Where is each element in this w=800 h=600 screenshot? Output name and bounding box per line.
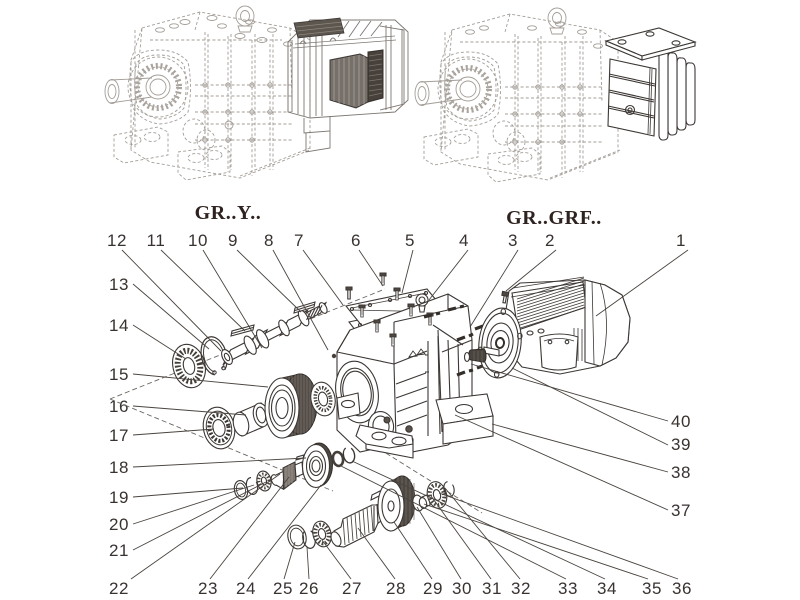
svg-text:8: 8: [264, 231, 274, 250]
svg-text:24: 24: [236, 579, 256, 598]
svg-text:31: 31: [482, 579, 502, 598]
svg-text:39: 39: [671, 435, 691, 454]
svg-text:12: 12: [107, 231, 127, 250]
svg-text:11: 11: [147, 231, 166, 250]
svg-text:40: 40: [671, 412, 691, 431]
svg-text:30: 30: [452, 579, 472, 598]
svg-text:2: 2: [545, 231, 555, 250]
svg-text:18: 18: [109, 458, 129, 477]
svg-text:36: 36: [672, 579, 692, 598]
svg-text:16: 16: [109, 397, 129, 416]
svg-text:9: 9: [228, 231, 238, 250]
svg-text:22: 22: [109, 579, 129, 598]
svg-text:17: 17: [109, 426, 129, 445]
svg-text:14: 14: [109, 316, 129, 335]
svg-text:13: 13: [109, 275, 129, 294]
svg-text:6: 6: [351, 231, 361, 250]
svg-text:3: 3: [508, 231, 518, 250]
svg-text:23: 23: [198, 579, 218, 598]
svg-text:33: 33: [558, 579, 578, 598]
svg-text:29: 29: [423, 579, 443, 598]
svg-text:38: 38: [671, 463, 691, 482]
svg-text:37: 37: [671, 501, 691, 520]
svg-text:26: 26: [299, 579, 319, 598]
svg-text:21: 21: [109, 541, 129, 560]
svg-text:5: 5: [405, 231, 415, 250]
svg-text:4: 4: [459, 231, 469, 250]
svg-text:1: 1: [676, 231, 686, 250]
svg-text:7: 7: [294, 231, 304, 250]
svg-text:28: 28: [386, 579, 406, 598]
svg-text:35: 35: [642, 579, 662, 598]
svg-text:34: 34: [597, 579, 617, 598]
svg-text:25: 25: [273, 579, 293, 598]
svg-text:GR..GRF..: GR..GRF..: [506, 207, 602, 229]
svg-text:10: 10: [188, 231, 208, 250]
svg-text:15: 15: [109, 365, 129, 384]
svg-text:20: 20: [109, 515, 129, 534]
svg-text:32: 32: [511, 579, 531, 598]
svg-text:19: 19: [109, 488, 129, 507]
svg-text:27: 27: [342, 579, 362, 598]
svg-text:GR..Y..: GR..Y..: [195, 202, 262, 224]
